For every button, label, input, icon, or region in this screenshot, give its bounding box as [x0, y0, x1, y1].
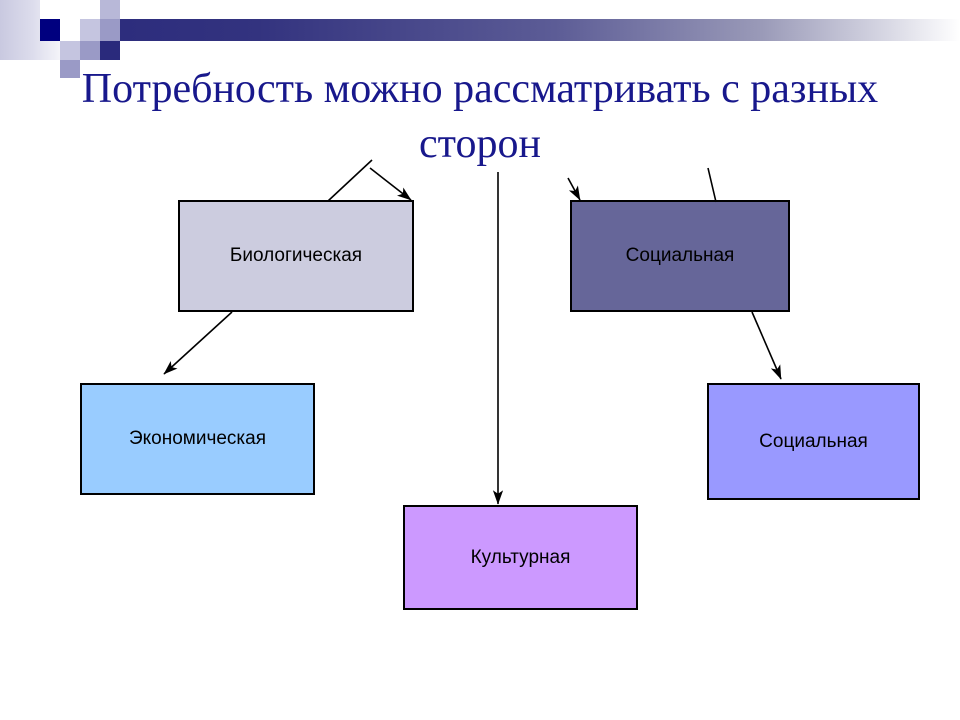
- box-cultural[interactable]: Культурная: [403, 505, 638, 610]
- connector-social-top-to-social-bottom: [751, 311, 782, 380]
- decoration-square: [60, 0, 80, 20]
- decoration-square: [60, 19, 80, 41]
- decoration-square: [80, 19, 100, 41]
- decoration-square: [40, 19, 60, 41]
- box-biological-label: Биологическая: [229, 245, 363, 266]
- connector-title-to-social-top-right: [707, 167, 717, 203]
- connector-title-to-social-top: [567, 177, 581, 201]
- decoration-square: [100, 0, 120, 20]
- box-cultural-label: Культурная: [470, 546, 571, 568]
- box-social-bottom-label: Социальная: [759, 430, 868, 452]
- decoration-square: [40, 0, 60, 20]
- decoration-square: [100, 41, 120, 60]
- box-biological[interactable]: Биологическая: [178, 200, 414, 312]
- box-economic[interactable]: Экономическая: [80, 383, 315, 495]
- decoration-square: [100, 19, 120, 41]
- decoration-square: [60, 41, 80, 60]
- decoration-square: [80, 41, 100, 60]
- header-gradient-bar: [60, 19, 960, 41]
- page-title: Потребность можно рассматривать с разных…: [81, 66, 879, 168]
- box-social-top[interactable]: Социальная: [570, 200, 790, 312]
- box-economic-label: Экономическая: [128, 428, 267, 449]
- box-social-bottom[interactable]: Социальная: [707, 383, 920, 500]
- box-social-top-label: Социальная: [625, 245, 735, 266]
- decoration-square: [60, 60, 80, 78]
- decoration-square: [80, 0, 100, 20]
- connector-biological-to-economic: [163, 311, 233, 375]
- header-decoration: [0, 0, 960, 78]
